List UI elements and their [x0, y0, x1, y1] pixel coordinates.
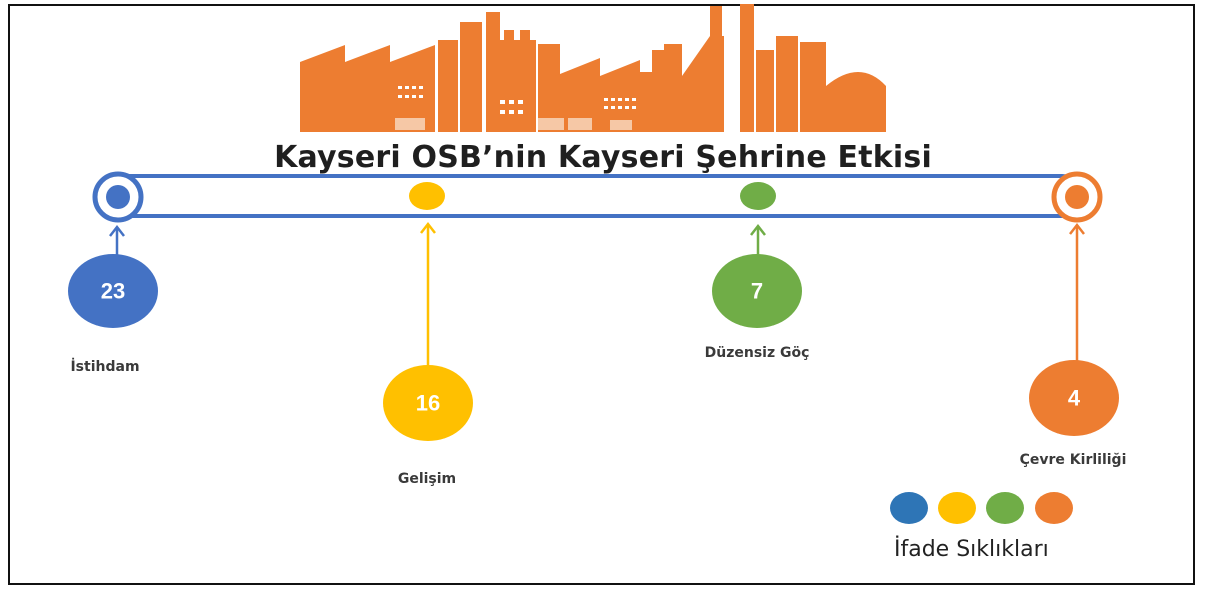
- label-gelisim: Gelişim: [397, 471, 457, 487]
- legend-dot-4: [1035, 492, 1073, 524]
- legend-dot-3: [986, 492, 1024, 524]
- legend-title: İfade Sıklıkları: [894, 537, 1049, 562]
- timeline-track: [96, 174, 1084, 218]
- label-cevre: Çevre Kirliliği: [1019, 452, 1127, 468]
- factory-skyline-icon: [300, 4, 886, 132]
- count-duzensiz-goc: 7: [751, 279, 763, 304]
- legend-dot-1: [890, 492, 928, 524]
- label-duzensiz-goc: Düzensiz Göç: [704, 345, 810, 361]
- count-bubble-cevre: [1029, 360, 1119, 436]
- count-cevre: 4: [1068, 386, 1081, 411]
- figure-frame: [8, 4, 1195, 585]
- count-gelisim: 16: [416, 391, 440, 416]
- marker-dot-duzensiz-goc: [740, 182, 776, 210]
- diagram-title: Kayseri OSB’nin Kayseri Şehrine Etkisi: [274, 140, 932, 175]
- legend-dot-2: [938, 492, 976, 524]
- marker-dot-cevre: [1065, 185, 1089, 209]
- count-bubble-istihdam: [68, 254, 158, 328]
- count-bubble-gelisim: [383, 365, 473, 441]
- count-istihdam: 23: [101, 279, 125, 304]
- count-bubble-duzensiz-goc: [712, 254, 802, 328]
- marker-dot-istihdam: [106, 185, 130, 209]
- label-istihdam: İstihdam: [70, 359, 140, 375]
- marker-dot-gelisim: [409, 182, 445, 210]
